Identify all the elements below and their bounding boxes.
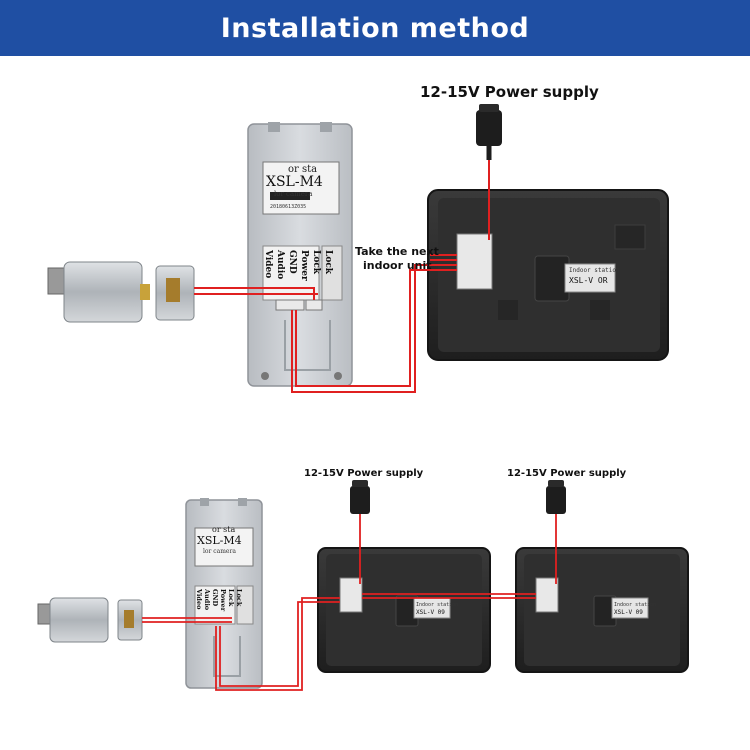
outdoor-bottom-label-partial: or sta	[212, 525, 236, 534]
outdoor-top-label-partial: or sta	[288, 164, 317, 175]
camera-label-sticker	[262, 161, 340, 215]
next-unit-label-line1: Take the next	[355, 245, 439, 258]
monitor-top-station-label: Indoor station	[569, 267, 620, 274]
monitor-model-sticker	[564, 263, 616, 293]
outdoor-top-serial: 20180613Z035	[270, 204, 306, 210]
terminal-label: Power	[219, 589, 227, 612]
next-unit-label-line2: indoor unit	[363, 259, 432, 272]
next-unit-label: Take the next indoor unit	[355, 245, 439, 273]
electric-lock-top	[47, 261, 195, 323]
terminal-label: Video	[195, 588, 203, 610]
power-supply-label-top: 12-15V Power supply	[420, 83, 599, 101]
outdoor-bottom-subtitle: lor camera	[203, 548, 236, 555]
power-adapter-top	[476, 104, 502, 160]
terminal-label: Video	[263, 249, 273, 278]
power-supply-label-bottom-2: 12-15V Power supply	[507, 468, 627, 479]
monitor-top-model: XSL-V OR	[569, 276, 608, 285]
outdoor-top-model: XSL-M4	[266, 174, 323, 190]
monitor-bottom-2-station-label: Indoor station	[614, 602, 656, 608]
outdoor-station-top	[247, 122, 353, 387]
terminal-label-sticker	[262, 245, 320, 301]
terminal-label: Power	[299, 250, 309, 281]
terminal-label: Lock	[235, 589, 243, 607]
power-adapter-bottom-2	[546, 480, 566, 514]
indoor-monitor-bottom-2	[515, 547, 689, 673]
power-supply-label-bottom-1: 12-15V Power supply	[304, 468, 424, 479]
electric-lock-bottom	[37, 597, 143, 643]
page-title: Installation method	[220, 12, 530, 44]
indoor-monitor-top	[427, 189, 669, 361]
monitor-bottom-2-model: XSL-V 09	[614, 609, 643, 616]
terminal-label: Lock	[311, 250, 321, 275]
outdoor-top-subtitle: lor camera	[274, 190, 312, 198]
monitor-terminal-board	[456, 233, 493, 290]
indoor-monitor-bottom-1	[317, 547, 491, 673]
power-adapter-bottom-1	[350, 480, 370, 514]
wiring-bottom	[142, 514, 557, 691]
title-banner: Installation method	[0, 0, 750, 56]
terminal-label: Lock	[227, 589, 235, 607]
terminal-label: GND	[211, 589, 219, 606]
monitor-bottom-1-station-label: Indoor station	[416, 602, 458, 608]
monitor-bottom-1-model: XSL-V 09	[416, 609, 445, 616]
outdoor-station-bottom	[185, 498, 263, 689]
terminal-label: Lock	[323, 250, 333, 275]
terminal-label: GND	[287, 250, 297, 274]
wiring-top	[194, 160, 490, 393]
terminal-label: Audio	[275, 249, 285, 279]
terminal-label: Audio	[203, 588, 211, 611]
outdoor-bottom-model: XSL-M4	[197, 534, 242, 547]
